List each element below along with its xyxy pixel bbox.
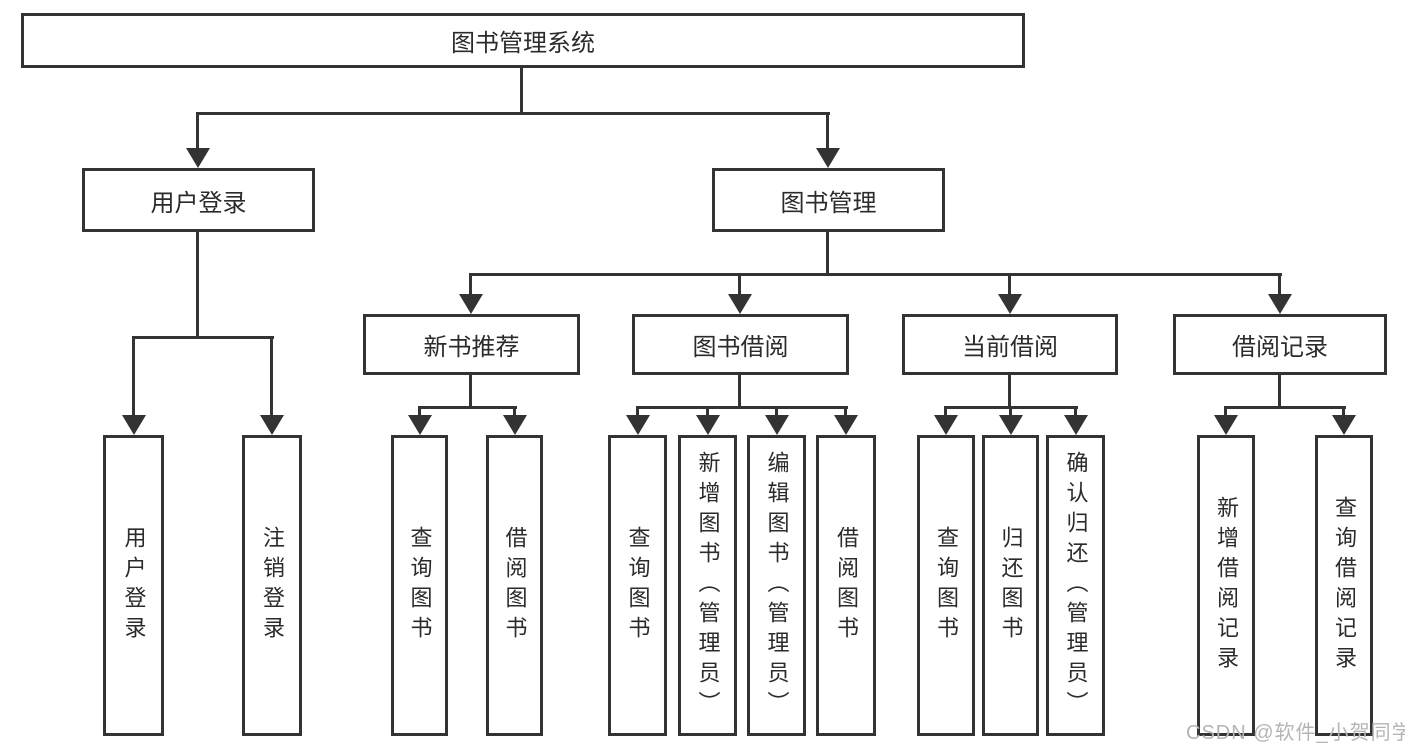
node-book-mgmt-label: 图书管理 xyxy=(780,189,877,217)
arrowhead-leaf-bb1 xyxy=(626,415,650,435)
connector-to-new-book xyxy=(469,273,472,296)
arrowhead-new-book xyxy=(459,294,483,314)
node-borrow-record: 借阅记录 xyxy=(1173,314,1387,375)
leaf-user-login: 用户登录 xyxy=(103,435,164,736)
leaf-record-add-label: 新增借阅记录 xyxy=(1214,495,1239,676)
connector-book-mgmt-stem xyxy=(826,232,829,273)
connector-current-borrow-stem xyxy=(1008,375,1011,406)
connector-to-leaf-bb2 xyxy=(706,406,709,417)
connector-to-leaf-cb3 xyxy=(1074,406,1077,417)
node-new-book: 新书推荐 xyxy=(363,314,580,375)
connector-root-stem xyxy=(520,68,523,115)
arrowhead-leaf-bb3 xyxy=(765,415,789,435)
node-current-borrow-label: 当前借阅 xyxy=(962,334,1058,361)
connector-to-leaf-cb2 xyxy=(1009,406,1012,417)
node-user-login-label: 用户登录 xyxy=(150,189,247,217)
connector-to-leaf-logout xyxy=(270,336,273,415)
leaf-borrow-edit-admin: 编辑图书（管理员） xyxy=(747,435,806,736)
arrowhead-borrow-record xyxy=(1268,294,1292,314)
node-current-borrow: 当前借阅 xyxy=(902,314,1118,375)
node-book-mgmt: 图书管理 xyxy=(712,168,945,232)
arrowhead-leaf-cb2 xyxy=(999,415,1023,435)
connector-to-leaf-bb1 xyxy=(636,406,639,417)
arrowhead-leaf-nb1 xyxy=(408,415,432,435)
leaf-user-logout-label: 注销登录 xyxy=(260,525,285,646)
leaf-borrow-add-admin: 新增图书（管理员） xyxy=(678,435,737,736)
connector-to-leaf-cb1 xyxy=(944,406,947,417)
arrowhead-book-borrow xyxy=(728,294,752,314)
leaf-borrow-edit-admin-label: 编辑图书（管理员） xyxy=(764,450,790,721)
connector-to-current-borrow xyxy=(1008,273,1011,296)
leaf-record-query-label: 查询借阅记录 xyxy=(1332,495,1357,676)
leaf-current-query-label: 查询图书 xyxy=(934,525,959,646)
leaf-newbook-borrow: 借阅图书 xyxy=(486,435,543,736)
connector-borrow-record-split xyxy=(1224,406,1346,409)
leaf-newbook-query-label: 查询图书 xyxy=(407,525,433,646)
node-root: 图书管理系统 xyxy=(21,13,1025,68)
connector-to-leaf-nb2 xyxy=(513,406,516,417)
arrowhead-leaf-cb3 xyxy=(1064,415,1088,435)
connector-new-book-split xyxy=(418,406,517,409)
leaf-user-logout: 注销登录 xyxy=(242,435,302,736)
leaf-current-return: 归还图书 xyxy=(982,435,1039,736)
leaf-borrow-book-label: 借阅图书 xyxy=(834,525,859,646)
connector-book-borrow-split xyxy=(636,406,848,409)
node-new-book-label: 新书推荐 xyxy=(423,334,520,361)
connector-to-book-mgmt xyxy=(826,112,829,150)
leaf-newbook-borrow-label: 借阅图书 xyxy=(502,525,528,646)
connector-book-borrow-stem xyxy=(738,375,741,406)
arrowhead-user-login xyxy=(186,148,210,168)
leaf-newbook-query: 查询图书 xyxy=(391,435,448,736)
connector-to-leaf-bb3 xyxy=(775,406,778,417)
leaf-record-query: 查询借阅记录 xyxy=(1315,435,1373,736)
leaf-current-return-label: 归还图书 xyxy=(998,525,1024,646)
connector-borrow-record-stem xyxy=(1278,375,1281,406)
leaf-current-confirm-admin: 确认归还（管理员） xyxy=(1046,435,1105,736)
node-book-borrow: 图书借阅 xyxy=(632,314,849,375)
node-book-borrow-label: 图书借阅 xyxy=(692,334,789,361)
arrowhead-current-borrow xyxy=(998,294,1022,314)
connector-to-leaf-br1 xyxy=(1224,406,1227,417)
connector-to-leaf-br2 xyxy=(1342,406,1345,417)
connector-user-login-split xyxy=(132,336,274,339)
connector-level1-split xyxy=(196,112,830,115)
arrowhead-leaf-login xyxy=(122,415,146,435)
leaf-borrow-query: 查询图书 xyxy=(608,435,667,736)
leaf-record-add: 新增借阅记录 xyxy=(1197,435,1255,736)
connector-user-login-stem xyxy=(196,232,199,336)
node-borrow-record-label: 借阅记录 xyxy=(1232,334,1328,361)
leaf-borrow-add-admin-label: 新增图书（管理员） xyxy=(695,450,721,721)
connector-to-leaf-login xyxy=(132,336,135,415)
connector-to-borrow-record xyxy=(1278,273,1281,296)
csdn-watermark: CSDN @软件_小贺同学 xyxy=(1186,722,1405,744)
leaf-user-login-label: 用户登录 xyxy=(121,525,147,646)
arrowhead-leaf-br2 xyxy=(1332,415,1356,435)
connector-to-leaf-nb1 xyxy=(418,406,421,417)
arrowhead-leaf-nb2 xyxy=(503,415,527,435)
leaf-borrow-book: 借阅图书 xyxy=(816,435,876,736)
connector-to-book-borrow xyxy=(738,273,741,296)
connector-to-leaf-bb4 xyxy=(844,406,847,417)
node-root-label: 图书管理系统 xyxy=(451,30,595,57)
arrowhead-leaf-br1 xyxy=(1214,415,1238,435)
connector-level3-split xyxy=(469,273,1282,276)
arrowhead-leaf-bb2 xyxy=(696,415,720,435)
arrowhead-leaf-bb4 xyxy=(834,415,858,435)
leaf-current-confirm-admin-label: 确认归还（管理员） xyxy=(1063,450,1089,721)
leaf-borrow-query-label: 查询图书 xyxy=(625,525,651,646)
arrowhead-leaf-logout xyxy=(260,415,284,435)
arrowhead-leaf-cb1 xyxy=(934,415,958,435)
connector-new-book-stem xyxy=(469,375,472,406)
connector-to-user-login xyxy=(196,112,199,150)
arrowhead-book-mgmt xyxy=(816,148,840,168)
leaf-current-query: 查询图书 xyxy=(917,435,975,736)
node-user-login: 用户登录 xyxy=(82,168,315,232)
